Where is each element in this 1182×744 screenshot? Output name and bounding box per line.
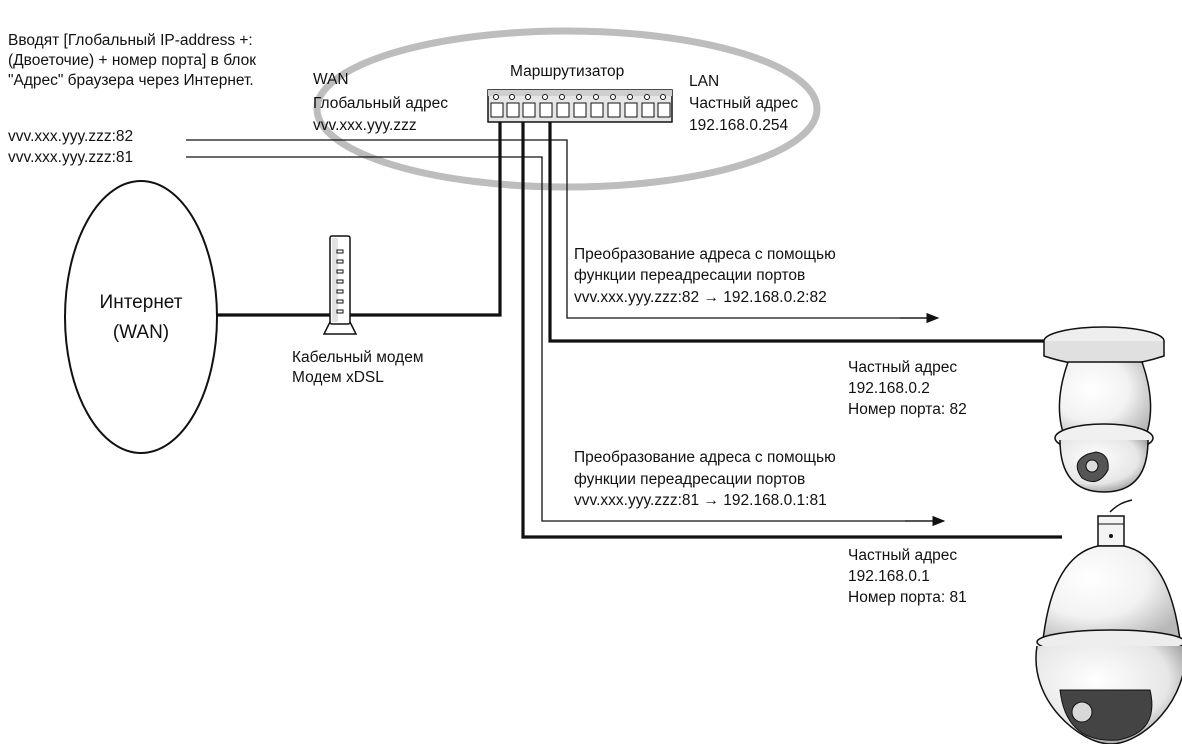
camera81-label-2: 192.168.0.1	[848, 568, 930, 585]
forward82-line-3: vvv.xxx.yyy.zzz:82 → 192.168.0.2:82	[574, 289, 827, 306]
router-device	[487, 89, 673, 123]
wan-label: Глобальный адрес	[313, 95, 448, 112]
internet-wan-label: (WAN)	[112, 322, 170, 343]
modem-label-2: Модем xDSL	[292, 369, 384, 386]
forward81-line-3: vvv.xxx.yyy.zzz:81 → 192.168.0.1:81	[574, 492, 827, 509]
internet-ellipse	[64, 180, 218, 454]
instruction-line-3: "Адрес" браузера через Интернет.	[8, 72, 254, 89]
camera-82-device	[1043, 326, 1165, 493]
router-camera81-cable	[521, 112, 1062, 539]
camera82-label-2: 192.168.0.2	[848, 380, 930, 397]
lan-title: LAN	[689, 73, 720, 90]
camera81-label-1: Частный адрес	[848, 547, 958, 564]
modem-label-1: Кабельный модем	[292, 349, 424, 366]
forward82-line-1: Преобразование адреса с помощью	[574, 246, 836, 263]
camera82-label-1: Частный адрес	[848, 359, 958, 376]
internet-label: Интернет	[99, 292, 183, 313]
url-81: vvv.xxx.yyy.zzz:81	[8, 149, 134, 166]
url82-line	[186, 139, 930, 319]
wan-title: WAN	[313, 71, 349, 88]
lan-address: 192.168.0.254	[689, 117, 789, 134]
forward82-line-2: функции переадресации портов	[574, 267, 806, 284]
wan-address: vvv.xxx.yyy.zzz	[313, 117, 417, 134]
instruction-line-1: Вводят [Глобальный IP-address +:	[8, 32, 253, 49]
router-label: Маршрутизатор	[510, 63, 625, 80]
url81-line	[186, 156, 938, 522]
modem-router-cable	[350, 112, 502, 317]
url-82: vvv.xxx.yyy.zzz:82	[8, 128, 134, 145]
forward81-line-2: функции переадресации портов	[574, 471, 806, 488]
router-camera82-cable	[548, 112, 1048, 343]
camera-81-device	[1035, 499, 1182, 744]
instruction-line-2: (Двоеточие) + номер порта] в блок	[8, 52, 257, 69]
camera81-label-3: Номер порта: 81	[848, 589, 967, 606]
camera82-label-3: Номер порта: 82	[848, 401, 967, 418]
modem-device	[322, 235, 358, 335]
forward81-line-1: Преобразование адреса с помощью	[574, 449, 836, 466]
lan-label: Частный адрес	[689, 95, 799, 112]
